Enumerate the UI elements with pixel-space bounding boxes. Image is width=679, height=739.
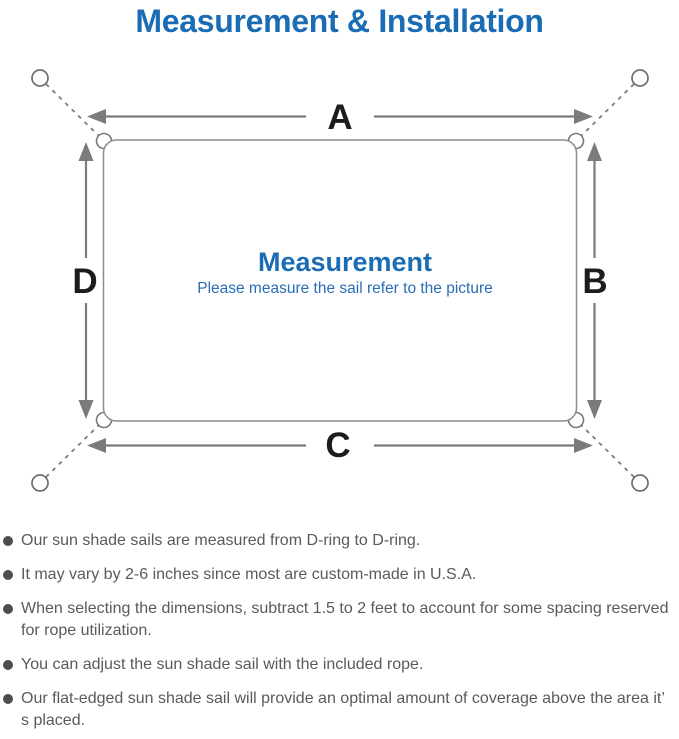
arrowhead-right-icon	[574, 109, 593, 124]
edge-label-d: D	[72, 262, 97, 301]
arrowhead-right-icon	[574, 438, 593, 453]
edge-label-b: B	[582, 262, 607, 301]
anchor-ring-icon	[31, 69, 49, 87]
page-title: Measurement & Installation	[135, 3, 544, 39]
arrowhead-up-icon	[78, 142, 94, 161]
dashed-rope-line	[578, 422, 635, 478]
edge-label-c: C	[325, 426, 350, 465]
arrowhead-down-icon	[78, 400, 94, 419]
note-text: When selecting the dimensions, subtract …	[21, 600, 669, 639]
list-item: When selecting the dimensions, subtract …	[3, 598, 673, 642]
list-item: Our sun shade sails are measured from D-…	[3, 530, 673, 552]
dashed-rope-line	[578, 83, 635, 139]
arrowhead-left-icon	[87, 109, 106, 124]
arrowhead-left-icon	[87, 438, 106, 453]
bullet-icon	[3, 660, 13, 670]
bullet-icon	[3, 536, 13, 546]
edge-label-a: A	[327, 98, 352, 137]
note-text: You can adjust the sun shade sail with t…	[21, 656, 424, 673]
list-item: You can adjust the sun shade sail with t…	[3, 654, 673, 676]
list-item: It may vary by 2-6 inches since most are…	[3, 564, 673, 586]
bullet-icon	[3, 604, 13, 614]
bullet-icon	[3, 694, 13, 704]
diagram-center-subtitle: Please measure the sail refer to the pic…	[197, 280, 493, 297]
arrowhead-down-icon	[587, 400, 602, 419]
measurement-diagram: A B C D Measurement Please measure the s…	[31, 69, 649, 492]
note-text: Our sun shade sails are measured from D-…	[21, 532, 421, 549]
list-item: Our flat-edged sun shade sail will provi…	[3, 688, 673, 732]
anchor-ring-icon	[31, 474, 49, 492]
note-text: Our flat-edged sun shade sail will provi…	[21, 690, 665, 729]
bullet-icon	[3, 570, 13, 580]
dashed-rope-line	[45, 83, 102, 139]
anchor-ring-icon	[631, 474, 649, 492]
note-text: It may vary by 2-6 inches since most are…	[21, 566, 477, 583]
sail-rectangle	[102, 139, 578, 422]
diagram-center-title: Measurement	[258, 247, 432, 277]
dashed-rope-line	[45, 422, 102, 478]
notes-list: Our sun shade sails are measured from D-…	[0, 530, 679, 739]
arrowhead-up-icon	[587, 142, 602, 161]
anchor-ring-icon	[631, 69, 649, 87]
